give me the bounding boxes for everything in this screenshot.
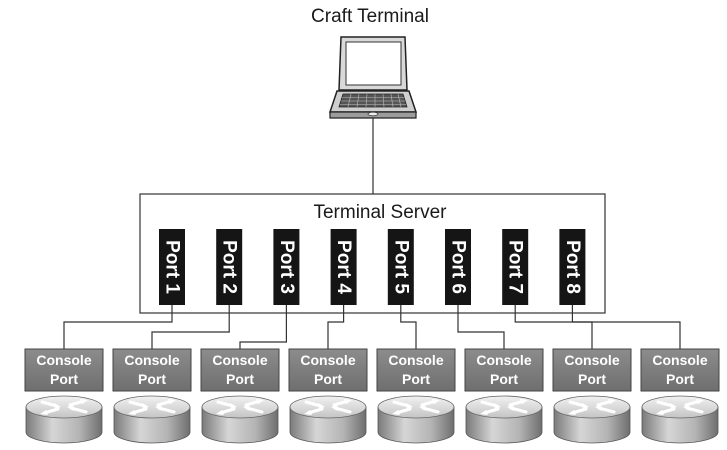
port-8: Port 8	[559, 229, 586, 305]
console-port-label-line1: Console	[212, 352, 267, 368]
port-label: Port 7	[505, 240, 526, 294]
console-port-label-line2: Port	[50, 371, 78, 387]
port-1: Port 1	[159, 229, 185, 305]
port-label: Port 2	[219, 240, 240, 294]
console-port-label-line1: Console	[124, 352, 179, 368]
port-5: Port 5	[387, 229, 414, 305]
console-port-label-line1: Console	[36, 352, 91, 368]
port-label: Port 8	[562, 240, 583, 294]
router-icon	[465, 395, 543, 444]
laptop-icon	[328, 36, 418, 119]
port-7: Port 7	[502, 229, 529, 305]
craft-terminal-label: Craft Terminal	[311, 6, 429, 27]
router-icon	[377, 395, 455, 444]
console-port-label-line1: Console	[388, 352, 443, 368]
cable-3	[239, 305, 287, 349]
console-port-label-line2: Port	[402, 371, 430, 387]
console-ports-group: ConsolePortConsolePortConsolePortConsole…	[24, 348, 720, 392]
router-icon	[289, 395, 367, 444]
ports-group: Port 1 Port 2 Port 3 Port 4 Port 5 Port 6 Port…	[159, 229, 586, 305]
port-label: Port 4	[333, 240, 354, 294]
port-4: Port 4	[330, 229, 357, 305]
wires-group	[63, 305, 681, 349]
cable-5	[400, 305, 417, 349]
cable-2	[151, 305, 230, 349]
cable-6	[457, 305, 505, 349]
router-icon	[201, 395, 279, 444]
console-port-label-line2: Port	[666, 371, 694, 387]
port-label: Port 3	[276, 240, 297, 294]
console-port-label-line1: Console	[476, 352, 531, 368]
console-port-label-line1: Console	[300, 352, 355, 368]
router-icon	[113, 395, 191, 444]
terminal-server-label: Terminal Server	[313, 202, 447, 223]
port-label: Port 5	[390, 240, 411, 294]
cable-1	[63, 305, 173, 349]
console-port-label-line2: Port	[138, 371, 166, 387]
cable-4	[327, 305, 345, 349]
port-3: Port 3	[273, 229, 300, 305]
cable-7	[514, 305, 593, 349]
port-6: Port 6	[445, 229, 471, 305]
console-port-label-line2: Port	[314, 371, 342, 387]
cable-8	[571, 305, 681, 349]
router-icon	[641, 395, 719, 444]
router-icon	[553, 395, 631, 444]
port-2: Port 2	[216, 229, 243, 305]
port-label: Port 1	[162, 240, 183, 294]
router-icon	[25, 395, 103, 444]
console-port-label-line2: Port	[490, 371, 518, 387]
console-port-label-line1: Console	[564, 352, 619, 368]
port-label: Port 6	[448, 240, 469, 294]
console-port-label-line2: Port	[578, 371, 606, 387]
routers-group	[25, 395, 719, 444]
console-port-label-line1: Console	[652, 352, 707, 368]
console-port-label-line2: Port	[226, 371, 254, 387]
